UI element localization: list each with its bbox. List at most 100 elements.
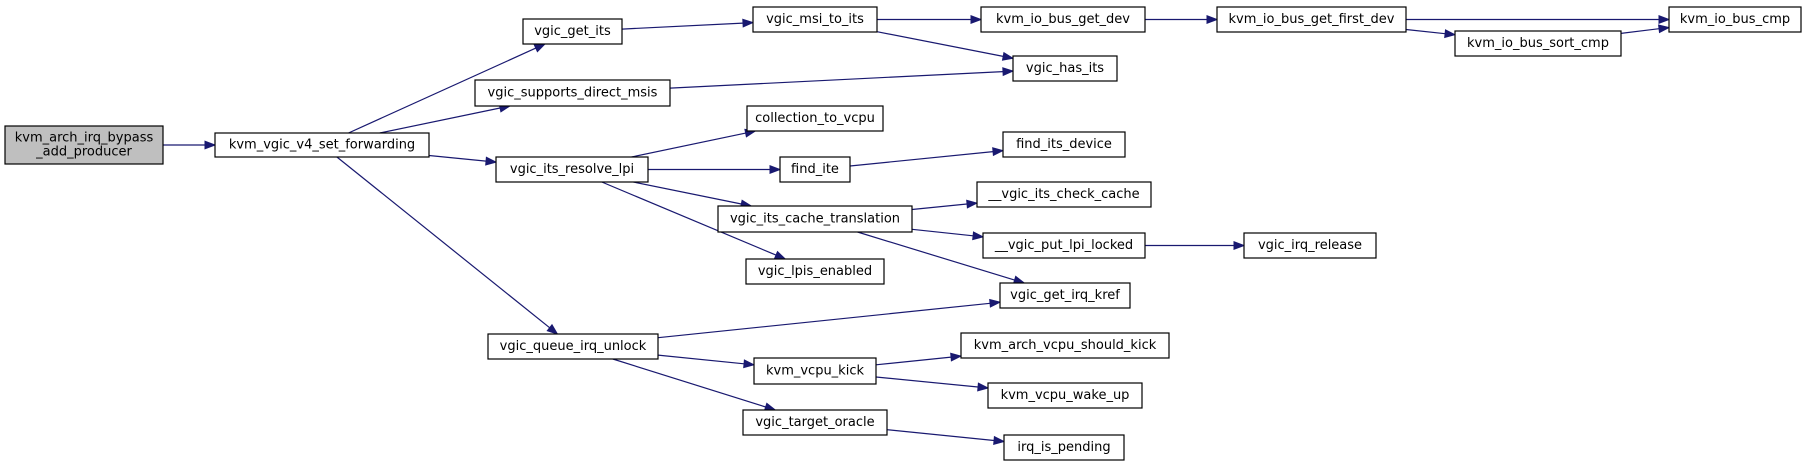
arrowhead-icon bbox=[1206, 14, 1219, 25]
edge-line bbox=[601, 181, 777, 256]
node-label: collection_to_vcpu bbox=[755, 111, 875, 126]
arrowhead-icon bbox=[546, 323, 559, 335]
arrowhead-icon bbox=[970, 14, 983, 25]
edge-vcpu_kick-to-should_kick bbox=[875, 352, 963, 366]
edge-fwd-to-resolve_lpi bbox=[428, 154, 498, 166]
edge-get_its-to-msi_to_its bbox=[621, 18, 755, 30]
node-label: kvm_vgic_v4_set_forwarding bbox=[229, 138, 415, 153]
edge-layer bbox=[163, 14, 1671, 445]
edge-queue_unlock-to-target_oracle bbox=[612, 358, 777, 412]
node-lpis_enabled[interactable]: vgic_lpis_enabled bbox=[745, 258, 885, 285]
node-label: vgic_get_irq_kref bbox=[1010, 288, 1120, 303]
node-label: irq_is_pending bbox=[1017, 440, 1110, 455]
node-box bbox=[980, 6, 1146, 33]
node-find_ite[interactable]: find_ite bbox=[779, 156, 851, 183]
edge-bus_first_dev-to-bus_sort_cmp bbox=[1405, 28, 1457, 39]
node-bus_get_dev[interactable]: kvm_io_bus_get_dev bbox=[980, 6, 1146, 33]
edge-line bbox=[876, 31, 1004, 57]
node-box bbox=[982, 232, 1146, 259]
node-box bbox=[4, 125, 164, 165]
node-msi_to_its[interactable]: vgic_msi_to_its bbox=[752, 6, 878, 33]
node-label: __vgic_put_lpi_locked bbox=[994, 238, 1133, 253]
node-box bbox=[1012, 55, 1118, 82]
node-box bbox=[1668, 6, 1802, 33]
edge-root-to-fwd bbox=[163, 140, 217, 150]
node-bus_first_dev[interactable]: kvm_io_bus_get_first_dev bbox=[1216, 6, 1407, 33]
arrowhead-icon bbox=[1001, 51, 1015, 61]
node-resolve_lpi[interactable]: vgic_its_resolve_lpi bbox=[495, 156, 649, 183]
edge-cache_trans-to-put_lpi bbox=[911, 228, 985, 241]
edge-line bbox=[875, 376, 979, 388]
node-label: vgic_lpis_enabled bbox=[758, 264, 872, 279]
edge-line bbox=[669, 71, 1004, 89]
node-root[interactable]: kvm_arch_irq_bypass_add_producer bbox=[4, 125, 164, 165]
edge-queue_unlock-to-irq_kref bbox=[657, 298, 1002, 339]
node-wake_up[interactable]: kvm_vcpu_wake_up bbox=[987, 382, 1143, 409]
node-vcpu_kick[interactable]: kvm_vcpu_kick bbox=[753, 357, 877, 385]
node-box bbox=[960, 332, 1170, 359]
node-label: kvm_vcpu_wake_up bbox=[1001, 388, 1130, 403]
node-box bbox=[999, 282, 1131, 309]
node-box bbox=[976, 181, 1152, 208]
node-label: __vgic_its_check_cache bbox=[987, 187, 1139, 202]
arrowhead-icon bbox=[1658, 14, 1671, 25]
edge-msi_to_its-to-has_its bbox=[876, 31, 1015, 61]
node-label: vgic_queue_irq_unlock bbox=[500, 339, 647, 354]
node-box bbox=[717, 205, 913, 233]
edge-direct_msis-to-has_its bbox=[669, 67, 1015, 89]
node-box bbox=[987, 382, 1143, 409]
arrowhead-icon bbox=[773, 250, 787, 260]
node-label: vgic_has_its bbox=[1026, 61, 1104, 76]
edge-line bbox=[621, 22, 744, 30]
node-direct_msis[interactable]: vgic_supports_direct_msis bbox=[474, 79, 671, 107]
node-check_cache[interactable]: __vgic_its_check_cache bbox=[976, 181, 1152, 208]
edge-line bbox=[336, 156, 550, 329]
node-label: vgic_get_its bbox=[534, 24, 611, 39]
node-irq_pending[interactable]: irq_is_pending bbox=[1003, 434, 1125, 461]
arrowhead-icon bbox=[989, 298, 1002, 308]
edge-bus_first_dev-to-bus_cmp bbox=[1406, 14, 1671, 25]
node-box bbox=[1216, 6, 1407, 33]
node-label: vgic_target_oracle bbox=[755, 415, 874, 430]
edge-fwd-to-direct_msis bbox=[379, 103, 512, 134]
node-coll_vcpu[interactable]: collection_to_vcpu bbox=[746, 105, 884, 132]
edge-line bbox=[1620, 28, 1660, 34]
node-bus_sort_cmp[interactable]: kvm_io_bus_sort_cmp bbox=[1454, 30, 1622, 57]
arrowhead-icon bbox=[742, 18, 755, 28]
node-target_oracle[interactable]: vgic_target_oracle bbox=[742, 409, 888, 436]
node-queue_unlock[interactable]: vgic_queue_irq_unlock bbox=[487, 333, 659, 360]
edge-resolve_lpi-to-find_ite bbox=[648, 164, 782, 175]
edge-line bbox=[875, 356, 952, 366]
edge-line bbox=[849, 151, 994, 167]
node-box bbox=[742, 409, 888, 436]
edge-resolve_lpi-to-coll_vcpu bbox=[631, 128, 757, 158]
node-cache_trans[interactable]: vgic_its_cache_translation bbox=[717, 205, 913, 233]
node-put_lpi[interactable]: __vgic_put_lpi_locked bbox=[982, 232, 1146, 259]
node-box bbox=[745, 258, 885, 285]
node-get_its[interactable]: vgic_get_its bbox=[522, 18, 623, 45]
node-label: vgic_irq_release bbox=[1258, 238, 1362, 253]
node-irq_kref[interactable]: vgic_get_irq_kref bbox=[999, 282, 1131, 309]
node-irq_release[interactable]: vgic_irq_release bbox=[1243, 232, 1377, 259]
edge-vcpu_kick-to-wake_up bbox=[875, 376, 990, 392]
arrowhead-icon bbox=[1233, 240, 1246, 251]
edge-find_ite-to-find_dev bbox=[849, 147, 1005, 167]
node-fwd[interactable]: kvm_vgic_v4_set_forwarding bbox=[214, 132, 430, 158]
node-has_its[interactable]: vgic_has_its bbox=[1012, 55, 1118, 82]
arrowhead-icon bbox=[485, 156, 498, 166]
node-label: kvm_io_bus_get_dev bbox=[996, 12, 1130, 27]
node-box bbox=[522, 18, 623, 45]
edge-line bbox=[857, 231, 1015, 281]
node-find_dev[interactable]: find_its_device bbox=[1002, 131, 1126, 158]
edge-cache_trans-to-check_cache bbox=[911, 199, 979, 211]
edge-resolve_lpi-to-cache_trans bbox=[633, 181, 753, 209]
node-label: vgic_its_resolve_lpi bbox=[510, 162, 634, 177]
edge-line bbox=[428, 154, 487, 162]
arrowhead-icon bbox=[743, 359, 756, 369]
node-layer: kvm_arch_irq_bypass_add_producer kvm_vgic… bbox=[4, 6, 1802, 461]
node-bus_cmp[interactable]: kvm_io_bus_cmp bbox=[1668, 6, 1802, 33]
arrowhead-icon bbox=[950, 352, 963, 362]
node-should_kick[interactable]: kvm_arch_vcpu_should_kick bbox=[960, 332, 1170, 359]
node-label: find_its_device bbox=[1016, 137, 1112, 152]
